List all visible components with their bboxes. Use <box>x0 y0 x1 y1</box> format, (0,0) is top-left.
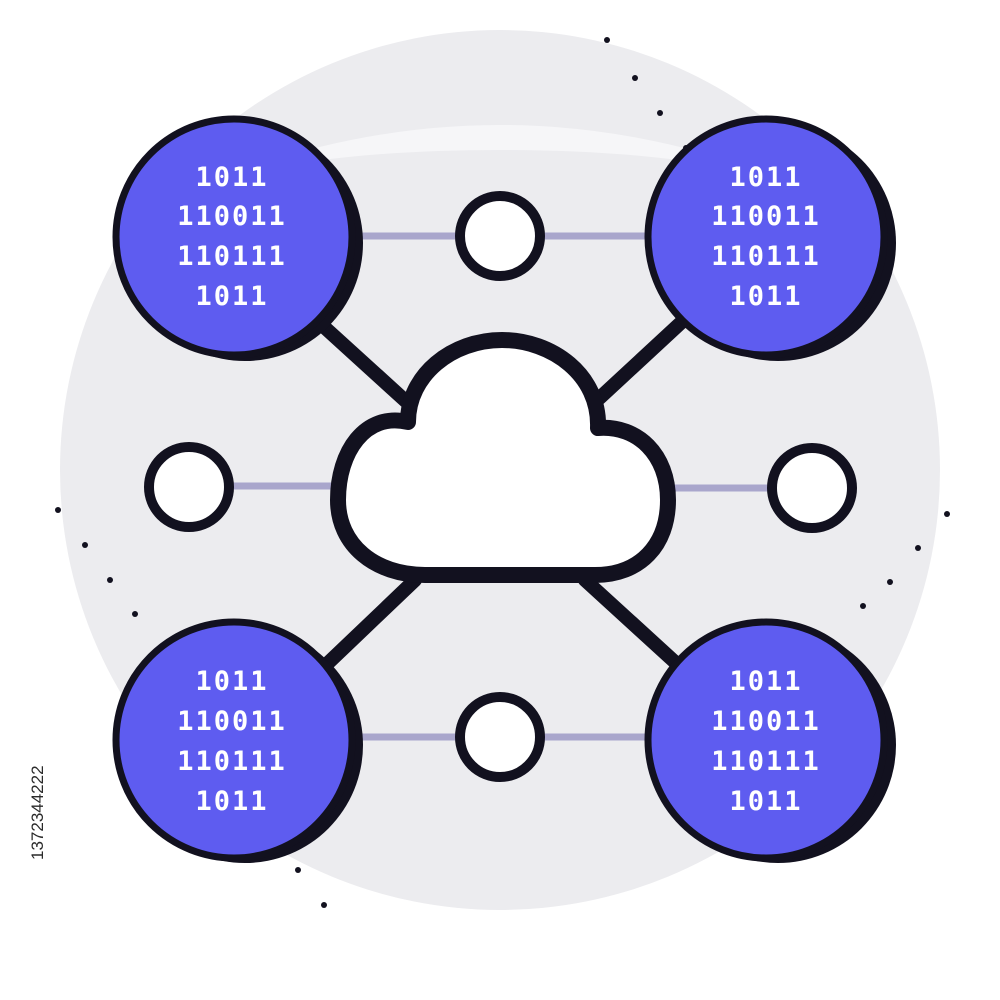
binary-line: 1011 <box>195 281 268 312</box>
decorative-dots <box>55 37 950 908</box>
binary-data-icon <box>644 618 888 862</box>
binary-line: 110111 <box>711 746 821 777</box>
data-node-top-left: 1011 110011 110111 1011 <box>112 115 363 361</box>
cloud-icon <box>330 332 676 583</box>
binary-line: 1011 <box>729 162 802 193</box>
binary-data-icon <box>644 115 888 359</box>
binary-line: 110011 <box>177 706 287 737</box>
data-node-top-right: 1011 110011 110111 1011 <box>644 115 896 361</box>
binary-line: 1011 <box>729 281 802 312</box>
binary-line: 1011 <box>195 666 268 697</box>
ring-node-icon <box>767 443 857 533</box>
binary-line: 110011 <box>177 201 287 232</box>
binary-line: 110011 <box>711 201 821 232</box>
data-node-bottom-left: 1011 110011 110111 1011 <box>112 618 363 863</box>
binary-line: 1011 <box>729 786 802 817</box>
ring-nodes <box>144 191 857 782</box>
binary-line: 1011 <box>729 666 802 697</box>
binary-line: 110011 <box>711 706 821 737</box>
ring-node-icon <box>144 442 234 532</box>
binary-line: 110111 <box>177 746 287 777</box>
binary-line: 110111 <box>711 241 821 272</box>
stock-image-id: 1372344222 <box>28 765 47 860</box>
binary-data-icon <box>112 618 356 862</box>
ring-node-icon <box>455 191 545 281</box>
binary-line: 1011 <box>195 162 268 193</box>
binary-line: 110111 <box>177 241 287 272</box>
data-node-bottom-right: 1011 110011 110111 1011 <box>644 618 896 863</box>
ring-node-icon <box>455 692 545 782</box>
binary-line: 1011 <box>195 786 268 817</box>
binary-data-icon <box>112 115 356 359</box>
